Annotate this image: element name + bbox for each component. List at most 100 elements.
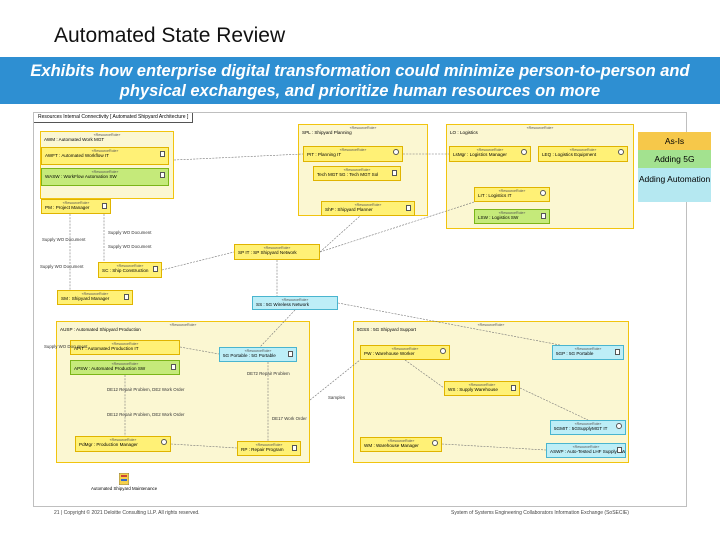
stereotype-label: «ResourceRole»: [526, 126, 554, 130]
box-awft[interactable]: «ResourceRole» AWFT : Automated Workflow…: [41, 147, 169, 165]
box-ship-construction[interactable]: «ResourceRole» SC : Ship Construction: [98, 262, 162, 278]
stereotype-label: «ResourceRole»: [574, 422, 602, 426]
box-5g-wireless-network[interactable]: «ResourceRole» SS : 5G Wireless Network: [252, 296, 338, 310]
gear-icon: [618, 149, 624, 155]
gear-icon: [540, 190, 546, 196]
group-label: AUSP : Automated Shipyard Production: [60, 327, 141, 332]
stereotype-label: «ResourceRole»: [62, 201, 90, 205]
box-tech-mgt[interactable]: «ResourceRole» Tech MGT 5G : Tech MGT So…: [313, 166, 401, 181]
box-wasw[interactable]: «ResourceRole» WASW : WorkFlow Automatio…: [41, 168, 169, 186]
stereotype-label: «ResourceRole»: [343, 168, 371, 172]
stereotype-label: «ResourceRole»: [391, 347, 419, 351]
gear-icon: [393, 149, 399, 155]
stereotype-label: «ResourceRole»: [572, 445, 600, 449]
legend-adding-automation: Adding Automation: [638, 168, 711, 202]
box-sp-shipyard-network[interactable]: «ResourceRole» SP IT : SP Shipyard Netwo…: [234, 244, 320, 260]
box-shipyard-manager[interactable]: «ResourceRole» SM : Shipyard Manager: [57, 290, 133, 305]
box-shp[interactable]: «ResourceRole» ShP : Shipyard Planner: [321, 201, 415, 216]
box-logistics-manager[interactable]: «ResourceRole» LsMgr : Logistics Manager: [449, 146, 531, 162]
logo-label: Automated Shipyard Maintenance: [91, 486, 158, 491]
connector-note: Samples: [328, 395, 346, 400]
stereotype-label: «ResourceRole»: [387, 439, 415, 443]
stereotype-label: «ResourceRole»: [569, 148, 597, 152]
document-icon: [171, 364, 176, 370]
box-warehouse-worker[interactable]: «ResourceRole» PW : Warehouse Worker: [360, 345, 450, 360]
legend: As-Is Adding 5G Adding Automation: [638, 132, 711, 202]
box-warehouse-manager[interactable]: «ResourceRole» WM : Warehouse Manager: [360, 437, 442, 452]
box-label: ShP : Shipyard Planner: [325, 207, 373, 212]
stereotype-label: «ResourceRole»: [169, 323, 197, 327]
gear-icon: [440, 348, 446, 354]
document-icon: [124, 294, 129, 300]
box-label: SP IT : SP Shipyard Network: [238, 250, 297, 255]
stereotype-label: «ResourceRole»: [244, 349, 272, 353]
box-label: PW : Warehouse Worker: [364, 351, 415, 356]
box-label: SS : 5G Wireless Network: [256, 302, 310, 307]
box-label: LIT : Logistics IT: [478, 193, 512, 198]
gear-icon: [616, 423, 622, 429]
box-label: SC : Ship Construction: [102, 268, 149, 273]
box-label: WASW : WorkFlow Automation SW: [45, 174, 117, 179]
box-logistics-equipment[interactable]: «ResourceRole» LEQ : Logistics Equipment: [538, 146, 628, 162]
box-label: WM : Warehouse Manager: [364, 443, 419, 448]
box-label: 5GMIT : 5GSupplyMGT IT: [554, 426, 608, 431]
document-icon: [511, 385, 516, 391]
box-pm[interactable]: «ResourceRole» PM : Project Manager: [41, 199, 111, 214]
footer-copyright: 21 | Copyright © 2021 Deloitte Consultin…: [54, 510, 200, 516]
document-icon: [617, 447, 622, 453]
document-icon: [160, 172, 165, 178]
stereotype-label: «ResourceRole»: [498, 189, 526, 193]
box-label: RP : Repair Program: [241, 447, 284, 452]
box-automated-production-it[interactable]: «ResourceRole» APIT : Automated Producti…: [70, 340, 180, 355]
box-label: 5GP : 5G Portable: [556, 351, 594, 356]
stereotype-label: «ResourceRole»: [339, 148, 367, 152]
connector-note: DE72 Repair Problem: [247, 371, 290, 376]
stereotype-label: «ResourceRole»: [111, 362, 139, 366]
connector-note: Supply WO Document: [44, 344, 88, 349]
document-icon: [615, 349, 620, 355]
group-label: 5GSS : 5G Shipyard Support: [357, 327, 416, 332]
box-auto-tested-supply-sw[interactable]: «ResourceRole» ASWP : Auto-Tested LHF Su…: [546, 443, 626, 458]
box-pit[interactable]: «ResourceRole» PIT : Planning IT: [303, 146, 403, 162]
box-logistics-it[interactable]: «ResourceRole» LIT : Logistics IT: [474, 187, 550, 202]
box-label: ASWP : Auto-Tested LHF Supply SW: [550, 449, 625, 454]
box-label: LEQ : Logistics Equipment: [542, 152, 597, 157]
box-label: LsMgr : Logistics Manager: [453, 152, 507, 157]
stereotype-label: «ResourceRole»: [81, 292, 109, 296]
box-label: APSW : Automated Production SW: [74, 366, 146, 371]
stereotype-label: «ResourceRole»: [349, 126, 377, 130]
group-label: LO : Logistics: [450, 130, 478, 135]
box-label: 5G Portable : 5G Portable: [223, 353, 276, 358]
box-label: APIT : Automated Production IT: [74, 346, 139, 351]
diagram-frame-tab: Resources Internal Connectivity [ Automa…: [34, 113, 194, 123]
box-supply-warehouse[interactable]: «ResourceRole» WS : Supply Warehouse: [444, 381, 520, 396]
subtitle-banner: Exhibits how enterprise digital transfor…: [0, 57, 720, 104]
document-icon: [392, 170, 397, 176]
box-automated-production-sw[interactable]: «ResourceRole» APSW : Automated Producti…: [70, 360, 180, 375]
box-5g-supply-mgt-it[interactable]: «ResourceRole» 5GMIT : 5GSupplyMGT IT: [550, 420, 626, 435]
box-5g-portable[interactable]: «ResourceRole» 5G Portable : 5G Portable: [219, 347, 297, 362]
stereotype-label: «ResourceRole»: [498, 211, 526, 215]
gear-icon: [432, 440, 438, 446]
document-icon: [406, 205, 411, 211]
box-label: SM : Shipyard Manager: [61, 296, 110, 301]
page-title: Automated State Review: [54, 24, 286, 47]
box-repair-program[interactable]: «ResourceRole» RP : Repair Program: [237, 441, 301, 456]
document-icon: [288, 351, 293, 357]
box-logistics-sw[interactable]: «ResourceRole» LSW : Logistics SW: [474, 209, 550, 224]
group-awm: «ResourceRole» AWM : Automated Work MGT: [40, 131, 174, 199]
box-label: PdMgr : Production Manager: [79, 442, 138, 447]
connector-note: Supply WO Document: [108, 244, 152, 249]
stereotype-label: «ResourceRole»: [111, 342, 139, 346]
box-label: PIT : Planning IT: [307, 152, 342, 157]
stereotype-label: «ResourceRole»: [91, 149, 119, 153]
box-label: AWFT : Automated Workflow IT: [45, 153, 109, 158]
box-label: WS : Supply Warehouse: [448, 387, 498, 392]
box-5g-portable-2[interactable]: «ResourceRole» 5GP : 5G Portable: [552, 345, 624, 360]
document-icon: [160, 151, 165, 157]
box-production-manager[interactable]: «ResourceRole» PdMgr : Production Manage…: [75, 436, 171, 452]
gear-icon: [161, 439, 167, 445]
connector-note: DE12 Repair Problem, DE2 Work Order: [107, 412, 185, 417]
stereotype-label: «ResourceRole»: [116, 264, 144, 268]
footer-source: System of Systems Engineering Collaborat…: [451, 510, 629, 516]
